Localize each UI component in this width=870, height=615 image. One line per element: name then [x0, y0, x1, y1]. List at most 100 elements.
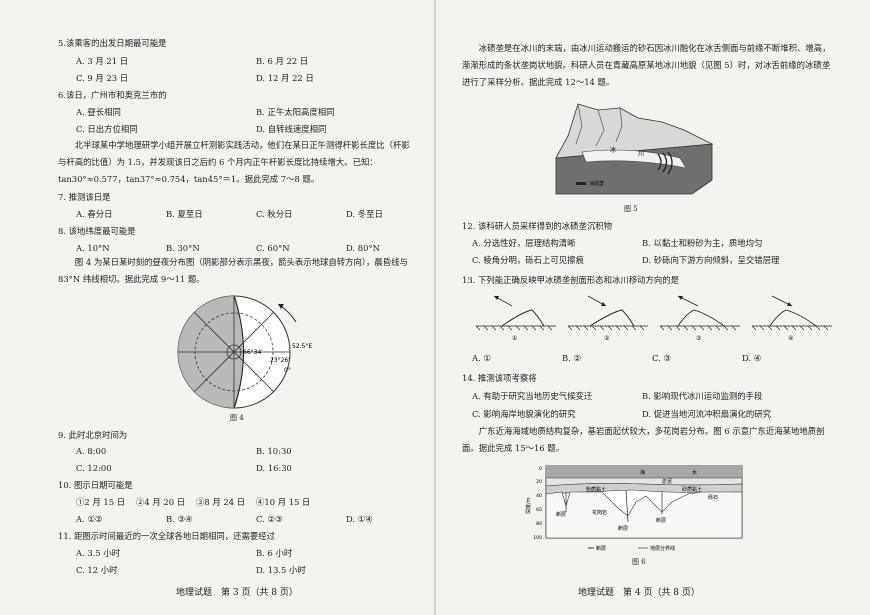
tick-100: 100 — [533, 535, 542, 541]
question-stem: 8. 该地纬度最可能是 — [58, 226, 136, 236]
label-layer-1: 淤泥 — [662, 478, 672, 485]
tick-20: 20 — [536, 479, 542, 485]
label-tropic: 23°26′ — [270, 357, 290, 364]
option-c: C. ③ — [652, 353, 671, 363]
option-b: B. 以黏土和粉砂为主，质地均匀 — [642, 238, 763, 248]
label-equator: 0° — [284, 367, 291, 374]
passage-15-16: 广东近海海域地质结构复杂，基岩面起伏较大，多花岗岩分布。图 6 示意广东近海某地… — [462, 426, 825, 453]
option-c: C. 影响海岸地貌演化的研究 — [472, 409, 576, 419]
option-c: C. 日出方位相同 — [76, 124, 138, 134]
label-sea: 海 — [640, 469, 645, 476]
option-d: D. 促进当地河流冲积扇演化的研究 — [642, 409, 771, 419]
label-fault-1: 断层 — [556, 511, 566, 518]
legend-label: 冰碛垄 — [589, 180, 604, 187]
option-b: B. 影响现代冰川运动监测的手段 — [642, 391, 763, 401]
figure-5-caption: 图 5 — [624, 205, 638, 213]
option-d: D. ①④ — [346, 514, 373, 524]
tick-40: 40 — [536, 493, 542, 499]
label-arctic-circle: 66°34′ — [243, 349, 263, 356]
option-b: B. 10:30 — [256, 446, 292, 456]
option-b: B. 6 小时 — [256, 548, 293, 558]
question-stem: 9. 此时北京时间为 — [58, 430, 128, 440]
figure-6-caption: 图 6 — [632, 558, 646, 566]
option-a: A. 有助于研究当地历史气候变迁 — [472, 391, 593, 401]
question-stem: 10. 图示日期可能是 — [58, 480, 133, 490]
profile-label: ② — [604, 335, 610, 342]
page-footer: 地理试题 第 4 页（共 8 页） — [578, 588, 700, 598]
right-page: 冰碛垄是在冰川的末端，由冰川运动搬运的砂石因冰川融化在冰舌侧面与前缘不断堆积、增… — [436, 0, 870, 615]
option-c: C. 60°N — [256, 243, 290, 253]
option-c: C. 棱角分明，砾石上可见擦痕 — [472, 255, 584, 265]
profile-option-4: ④ — [751, 295, 832, 342]
label-fault-3: 断层 — [656, 517, 666, 524]
question-stem: 14. 推测该项考察将 — [462, 373, 537, 383]
profile-label: ④ — [788, 335, 793, 342]
axis-label-depth: 深度/m — [525, 497, 532, 514]
question-stem: 7. 推测该日是 — [58, 192, 111, 202]
option-d: D. 16:30 — [256, 463, 292, 473]
question-stem: 5.该乘客的出发日期最可能是 — [58, 38, 167, 48]
label-longitude: 52.5°E — [292, 343, 312, 350]
option-a: A. ① — [472, 353, 491, 363]
tick-0: 0 — [539, 466, 542, 472]
passage-9-11: 图 4 为某日某时刻的昼夜分布图（阴影部分表示黑夜，箭头表示地球自转方向），晨昏… — [58, 257, 408, 284]
option-a: A. 8:00 — [76, 446, 107, 456]
option-a: A. ①② — [76, 514, 103, 524]
option-b: B. 6 月 22 日 — [256, 56, 309, 66]
option-b: B. 夏至日 — [166, 209, 203, 219]
option-d: D. 80°N — [346, 243, 380, 253]
option-c: C. 12 小时 — [76, 565, 118, 575]
label-river: 川 — [638, 151, 644, 158]
option-c: C. 9 月 23 日 — [76, 73, 129, 83]
legend-boundary: 地层分界线 — [650, 545, 675, 552]
label-water: 水 — [692, 469, 697, 476]
figure-5-glacier-diagram: 冰 川 冰碛垄 — [555, 103, 714, 195]
option-c: C. 12:00 — [76, 463, 112, 473]
option-d: D. ④ — [742, 353, 762, 363]
option-d: D. 冬至日 — [346, 209, 383, 219]
figure-4-caption: 图 4 — [230, 414, 244, 422]
question-stem: 12. 该科研人员采样得到的冰碛垄沉积物 — [462, 221, 612, 231]
profile-label: ③ — [696, 335, 701, 342]
option-c: C. ②③ — [256, 514, 283, 524]
moraine-profile-options: ① ② ③ — [475, 295, 832, 342]
option-a: A. 3 月 21 日 — [76, 56, 129, 66]
option-a: A. 10°N — [76, 243, 110, 253]
tick-60: 60 — [536, 507, 542, 513]
option-c: C. 秋分日 — [256, 209, 293, 219]
left-page: 5.该乘客的出发日期最可能是 A. 3 月 21 日 B. 6 月 22 日 C… — [58, 38, 410, 598]
night-shading — [178, 296, 243, 408]
terminator-line — [233, 295, 244, 409]
question-stem: 6.该日，广州市和奥克兰市的 — [58, 90, 167, 100]
option-b: B. ③④ — [166, 514, 193, 524]
figure-4-day-night-diagram: 52.5°E 66°34′ 23°26′ 0° — [177, 295, 312, 409]
choice-4: ④10 月 15 日 — [256, 497, 311, 507]
label-fault-2: 断层 — [618, 525, 628, 532]
choice-3: ③8 月 24 日 — [196, 497, 246, 507]
option-a: A. 分选性好，层理结构清晰 — [472, 238, 576, 248]
profile-option-2: ② — [567, 295, 648, 342]
passage-7-8: 北半球某中学地理研学小组开展立杆测影实践活动，他们在某日正午测得杆影长度比（杆影… — [58, 140, 410, 184]
figure-6-geologic-section: 深度/m 0 20 40 60 80 100 海 水 淤泥 粉质黏土 砂质黏土 … — [525, 465, 743, 552]
choice-2: ②4 月 20 日 — [136, 497, 186, 507]
question-stem: 13. 下列能正确反映甲冰碛垄剖面形态和冰川移动方向的是 — [462, 275, 679, 285]
label-layer-4: 砾石 — [708, 494, 718, 501]
option-a: A. 昼长相同 — [76, 107, 121, 117]
option-b: B. 30°N — [166, 243, 200, 253]
legend-swatch-icon — [576, 182, 586, 185]
option-d: D. 13.5 小时 — [256, 565, 306, 575]
rotation-arrow-icon — [277, 303, 297, 323]
legend-fault: 断层 — [596, 545, 606, 552]
profile-option-1: ① — [475, 295, 556, 342]
label-layer-3: 砂质黏土 — [682, 486, 702, 493]
passage-12-14: 冰碛垄是在冰川的末端，由冰川运动搬运的砂石因冰川融化在冰舌侧面与前缘不断堆积、增… — [462, 43, 831, 87]
option-d: D. 12 月 22 日 — [256, 73, 314, 83]
profile-label: ① — [512, 335, 517, 342]
choice-1: ①2 月 15 日 — [76, 497, 126, 507]
question-stem: 11. 距图示时间最近的一次全球各地日期相同，还需要经过 — [58, 531, 275, 541]
tick-80: 80 — [536, 521, 542, 527]
label-layer-5: 花岗岩 — [592, 509, 607, 516]
label-layer-2: 粉质黏土 — [586, 486, 606, 493]
option-a: A. 3.5 小时 — [76, 548, 121, 558]
option-b: B. 正午太阳高度相同 — [256, 107, 335, 117]
